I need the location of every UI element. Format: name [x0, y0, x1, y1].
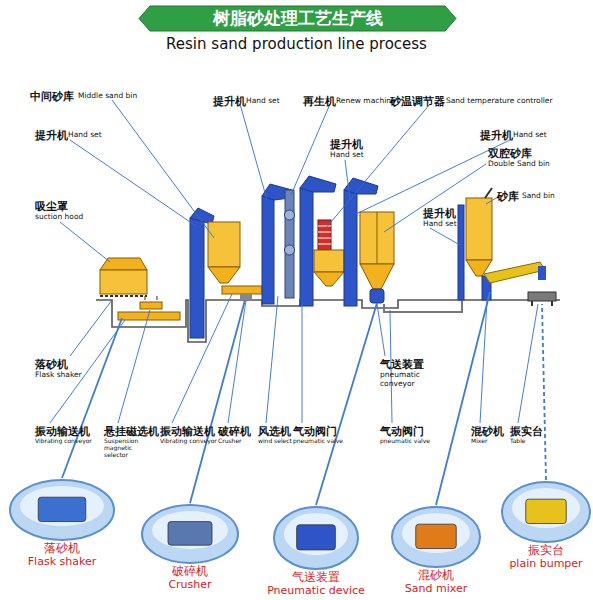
circle-outline — [140, 503, 240, 565]
part-name: 破碎机 — [218, 425, 251, 437]
part-name-english: Hand set — [330, 151, 364, 160]
part-name: 落砂机 — [35, 358, 68, 370]
detail-circle: 振实台plain bumper — [500, 480, 592, 570]
equipment-name-english: Pneumatic device — [267, 585, 365, 598]
circle-outline — [272, 505, 360, 571]
equipment-name-english: plain bumper — [509, 558, 582, 571]
part-name-english: Sand bin — [522, 192, 555, 201]
part-name-english: Vibrating conveyor — [160, 438, 217, 445]
part-name: 振实台 — [510, 425, 543, 437]
part-name: 振动输送机 — [160, 425, 215, 437]
part-name-english: Hand set — [246, 97, 280, 106]
part-name: 提升机 — [423, 207, 456, 219]
machine-picture — [416, 524, 456, 548]
part-name: 中间砂库 — [30, 90, 74, 102]
equipment-name: 气送装置 — [292, 571, 340, 585]
machine-picture — [526, 499, 566, 523]
part-name-english: Vibrating conveyor — [35, 438, 92, 445]
detail-circle: 混砂机Sand mixer — [390, 505, 482, 595]
part-name-english: Flask shaker — [35, 371, 82, 380]
part-name: 悬挂磁选机 — [104, 425, 159, 437]
part-name: 提升机 — [213, 95, 246, 107]
part-name-english: pneumatic valve — [293, 438, 343, 445]
part-name: 砂库 — [497, 190, 519, 202]
equipment-name: 振实台 — [528, 544, 564, 558]
detail-circle: 落砂机Flask shaker — [8, 478, 116, 568]
circle-highlight — [152, 511, 228, 549]
part-name: 提升机 — [330, 138, 363, 150]
equipment-name: 破碎机 — [172, 565, 208, 579]
part-name-english: Table — [510, 438, 526, 445]
part-name: 气动阀门 — [293, 425, 337, 437]
subtitle-text: Resin sand production line process — [100, 36, 493, 53]
part-name: 提升机 — [480, 129, 513, 141]
part-name: 振动输送机 — [35, 425, 90, 437]
part-name-english: Middle sand bin — [78, 92, 137, 101]
part-name-english: pneumatic conveyor — [380, 371, 430, 388]
part-name: 双腔砂库 — [488, 147, 532, 159]
part-name-english: wind select — [258, 438, 292, 445]
part-name-english: Suspension magnetic selector — [104, 438, 156, 459]
machine-picture — [168, 522, 212, 546]
part-name-english: Sand temperature controller — [446, 97, 553, 106]
detail-circle: 破碎机Crusher — [140, 503, 240, 591]
part-name: 气动阀门 — [380, 425, 424, 437]
circle-shape — [502, 482, 590, 542]
circle-outline — [8, 478, 116, 542]
circle-outline — [500, 480, 592, 544]
part-name-english: Hand set — [423, 220, 457, 229]
equipment-name-english: Sand mixer — [405, 583, 467, 596]
circle-highlight — [284, 513, 348, 555]
part-name-english: suction hood — [35, 213, 83, 222]
equipment-name-english: Crusher — [168, 579, 211, 592]
detail-circle: 气送装置Pneumatic device — [272, 505, 360, 597]
part-name: 吸尘罩 — [35, 200, 68, 212]
part-name: 再生机 — [303, 95, 336, 107]
circle-shape — [392, 507, 480, 567]
title-text: 树脂砂处理工艺生产线 — [140, 6, 455, 31]
part-name-english: Hand set — [513, 131, 547, 140]
equipment-name: 混砂机 — [418, 569, 454, 583]
circle-highlight — [402, 513, 470, 553]
part-name-english: pneumatic valve — [380, 438, 430, 445]
part-name-english: Hand set — [68, 131, 102, 140]
equipment-name: 落砂机 — [44, 542, 80, 556]
part-name-english: Crusher — [218, 438, 242, 445]
circle-shape — [274, 507, 358, 569]
part-name: 风选机 — [258, 425, 291, 437]
part-name: 提升机 — [35, 129, 68, 141]
machine-picture — [297, 525, 336, 550]
part-name-english: Renew machine — [336, 97, 396, 106]
circle-highlight — [20, 486, 104, 526]
part-name: 砂温调节器 — [390, 95, 445, 107]
part-name: 混砂机 — [471, 425, 504, 437]
equipment-name-english: Flask shaker — [28, 556, 96, 569]
part-name-english: Double Sand bin — [488, 160, 550, 169]
circle-highlight — [512, 488, 580, 528]
part-name-english: Mixer — [471, 438, 487, 445]
circle-shape — [10, 480, 114, 540]
circle-outline — [390, 505, 482, 569]
machine-picture — [38, 497, 86, 521]
part-name: 气送装置 — [380, 358, 424, 370]
circle-shape — [142, 505, 238, 563]
